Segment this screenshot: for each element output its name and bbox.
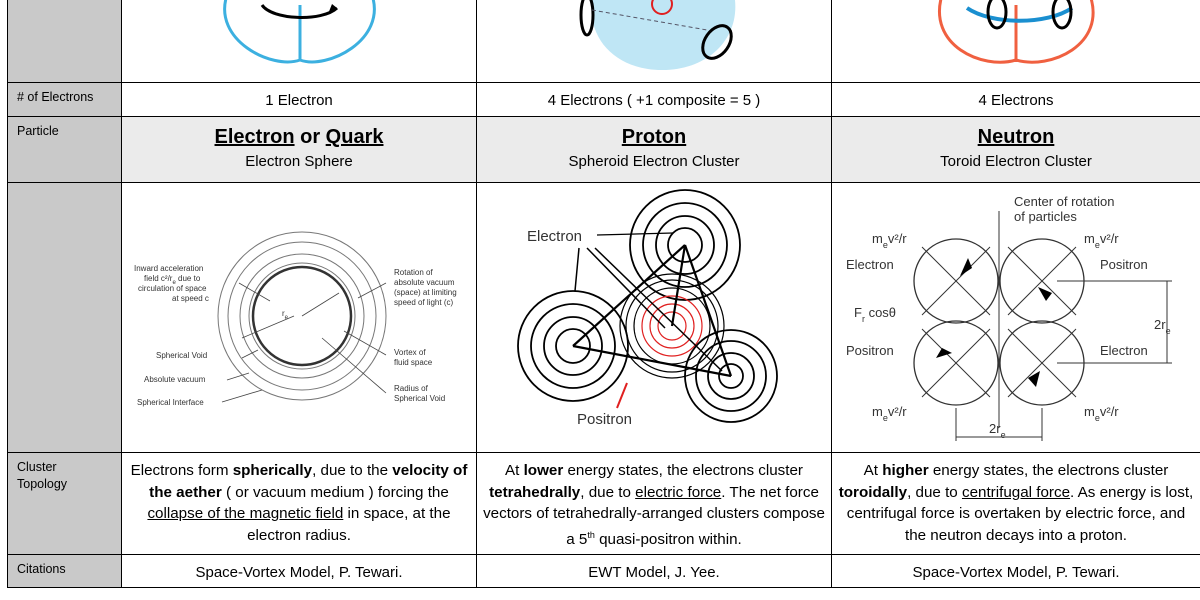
void-label: Spherical Void bbox=[156, 351, 207, 360]
proton-particle-title: Proton bbox=[477, 125, 831, 149]
desc-text: in space, at the electron radius. bbox=[247, 505, 451, 544]
quark-title-link: Quark bbox=[325, 126, 384, 148]
radius-label-2: Spherical Void bbox=[394, 394, 445, 403]
rotation-label-3: (space) at limiting bbox=[394, 288, 457, 297]
rotation-label-2: absolute vacuum bbox=[394, 278, 455, 287]
proton-electron-label: Electron bbox=[527, 228, 582, 245]
electron-count: 1 Electron bbox=[121, 82, 477, 117]
inward-label-1: Inward acceleration bbox=[134, 264, 203, 273]
desc-bold: tetrahedrally bbox=[489, 483, 581, 501]
neutron-electron-label-2: Electron bbox=[1100, 343, 1148, 358]
citations-row: Citations Space-Vortex Model, P. Tewari.… bbox=[7, 554, 1200, 588]
image-row-header bbox=[7, 0, 122, 83]
desc-text: At bbox=[505, 462, 524, 479]
desc-bold: toroidally bbox=[838, 483, 908, 501]
desc-text: energy states, the electrons cluster bbox=[563, 462, 803, 479]
particle-row-header: Particle bbox=[7, 116, 122, 183]
desc-bold: velocity of the aether bbox=[149, 462, 468, 501]
vortex-label-1: Vortex of bbox=[394, 348, 426, 357]
inward-label-3: circulation of space bbox=[138, 284, 207, 293]
mev-label-br: mev²/r bbox=[1084, 404, 1119, 423]
electron-sphere-diagram: Inward acceleration field c²/re due to c… bbox=[121, 182, 477, 453]
neutron-positron-label-2: Positron bbox=[846, 343, 894, 358]
diagram-row-header bbox=[7, 182, 122, 453]
center-label-2: of particles bbox=[1014, 209, 1077, 224]
neutron-citation: Space-Vortex Model, P. Tewari. bbox=[831, 554, 1200, 588]
diagram-row: Inward acceleration field c²/re due to c… bbox=[7, 182, 1200, 453]
desc-text: quasi-positron within. bbox=[594, 530, 742, 548]
proton-title-link: Proton bbox=[621, 126, 687, 148]
mev-label-bl: mev²/r bbox=[872, 404, 907, 423]
particle-row: Particle Electron or Quark Electron Sphe… bbox=[7, 116, 1200, 183]
neutron-particle-cell: Neutron Toroid Electron Cluster bbox=[831, 116, 1200, 183]
neutron-toroid-diagram: Center of rotation of particles mev²/r m… bbox=[831, 182, 1200, 453]
neutron-topology-text: At higher energy states, the electrons c… bbox=[831, 452, 1200, 555]
desc-bold: spherically bbox=[232, 462, 313, 479]
desc-text: energy states, the electrons cluster bbox=[928, 462, 1169, 479]
desc-bold: lower bbox=[523, 462, 564, 479]
desc-text: . The net force vectors of tetrahedrally… bbox=[483, 483, 825, 548]
desc-underline: collapse of the magnetic field bbox=[147, 505, 344, 522]
electron-particle-cell: Electron or Quark Electron Sphere bbox=[121, 116, 477, 183]
electron-particle-title: Electron or Quark bbox=[122, 125, 476, 149]
neutron-electron-label-1: Electron bbox=[846, 257, 894, 272]
re-label: re bbox=[282, 309, 289, 321]
particle-table: # of Electrons 1 Electron 4 Electrons ( … bbox=[7, 0, 1200, 588]
desc-text: , due to bbox=[907, 483, 962, 501]
desc-text: ( or vacuum medium ) forcing the bbox=[221, 483, 449, 501]
title-or: or bbox=[294, 126, 326, 148]
neutron-positron-label-1: Positron bbox=[1100, 257, 1148, 272]
vortex-label-2: fluid space bbox=[394, 358, 433, 367]
citations-row-header: Citations bbox=[7, 554, 122, 588]
desc-bold: higher bbox=[882, 462, 929, 479]
inward-label-2: field c²/re due to bbox=[144, 274, 201, 286]
mev-label-tl: mev²/r bbox=[872, 231, 907, 250]
electrons-row-header: # of Electrons bbox=[7, 82, 122, 117]
electron-title-link: Electron bbox=[214, 126, 295, 148]
electrons-row: # of Electrons 1 Electron 4 Electrons ( … bbox=[7, 82, 1200, 117]
topology-label-line2: Topology bbox=[17, 477, 68, 491]
neutron-particle-title: Neutron bbox=[832, 125, 1200, 149]
two-r-bottom-label: 2re bbox=[989, 421, 1006, 440]
desc-text: , due to the bbox=[312, 462, 393, 479]
desc-text: Electrons form bbox=[130, 462, 233, 479]
desc-text: . As energy is lost, centrifugal force i… bbox=[846, 483, 1194, 544]
proton-citation: EWT Model, J. Yee. bbox=[476, 554, 832, 588]
electron-citation: Space-Vortex Model, P. Tewari. bbox=[121, 554, 477, 588]
desc-underline: centrifugal force bbox=[961, 483, 1071, 501]
desc-text: At bbox=[863, 462, 883, 479]
electron-topology-text: Electrons form spherically, due to the v… bbox=[121, 452, 477, 555]
neutron-particle-subtitle: Toroid Electron Cluster bbox=[940, 153, 1092, 170]
topology-label-line1: Cluster bbox=[17, 460, 57, 474]
proton-positron-label: Positron bbox=[577, 411, 632, 428]
neutron-top-image bbox=[831, 0, 1200, 83]
electron-top-image bbox=[121, 0, 477, 83]
interface-label: Spherical Interface bbox=[137, 398, 204, 407]
electron-particle-subtitle: Electron Sphere bbox=[245, 153, 353, 170]
absolute-label: Absolute vacuum bbox=[144, 375, 206, 384]
rotation-label-1: Rotation of bbox=[394, 268, 433, 277]
radius-label-1: Radius of bbox=[394, 384, 429, 393]
center-label-1: Center of rotation bbox=[1014, 194, 1114, 209]
desc-sup: th bbox=[587, 529, 595, 540]
proton-particle-subtitle: Spheroid Electron Cluster bbox=[568, 153, 740, 170]
rotation-label-4: speed of light (c) bbox=[394, 298, 453, 307]
proton-particle-cell: Proton Spheroid Electron Cluster bbox=[476, 116, 832, 183]
neutron-title-link: Neutron bbox=[977, 126, 1055, 148]
proton-top-image bbox=[476, 0, 832, 83]
proton-count: 4 Electrons ( +1 composite = 5 ) bbox=[476, 82, 832, 117]
proton-cluster-diagram: Electron Positron bbox=[476, 182, 832, 453]
proton-topology-text: At lower energy states, the electrons cl… bbox=[476, 452, 832, 555]
inward-label-4: at speed c bbox=[172, 294, 209, 303]
neutron-count: 4 Electrons bbox=[831, 82, 1200, 117]
mev-label-tr: mev²/r bbox=[1084, 231, 1119, 250]
desc-underline: electric force bbox=[635, 483, 722, 501]
desc-text: , due to bbox=[580, 483, 636, 501]
fr-cos-label: Fr cosθ bbox=[854, 305, 896, 324]
two-r-right-label: 2re bbox=[1154, 317, 1171, 336]
image-row bbox=[7, 0, 1200, 83]
